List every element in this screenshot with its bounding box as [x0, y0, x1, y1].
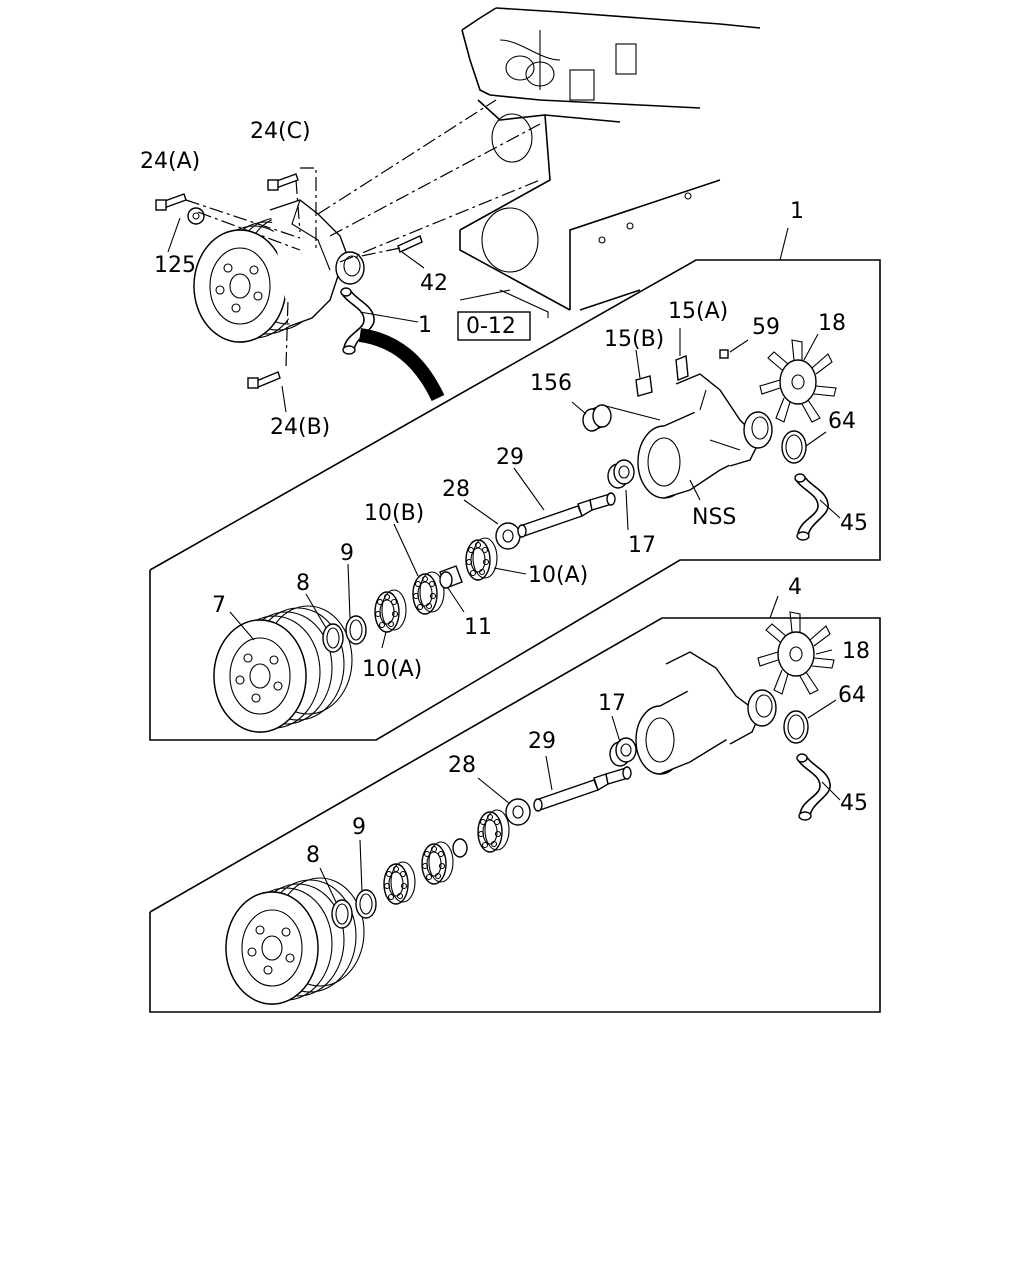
reference-box	[457, 311, 531, 341]
label-8-b: 8	[306, 843, 320, 868]
bolt-24b	[247, 371, 281, 389]
label-29-b: 29	[528, 729, 556, 754]
snap-ring-8-a	[322, 623, 344, 653]
label-4: 4	[788, 575, 802, 600]
bolt-15a	[675, 355, 689, 381]
group-1-box	[149, 227, 881, 741]
callout-labels: 24(A) 24(C) 125 42 1 24(B) 0-12 1 15(A) …	[140, 119, 870, 868]
label-24a: 24(A)	[140, 149, 200, 174]
seal-17-b	[609, 737, 637, 767]
nut-125	[187, 207, 205, 225]
label-18-b: 18	[842, 639, 870, 664]
o-ring-64-a	[781, 430, 807, 464]
label-15b: 15(B)	[604, 327, 664, 352]
label-9-a: 9	[340, 541, 354, 566]
label-17-b: 17	[598, 691, 626, 716]
bolt-24a	[155, 193, 187, 211]
label-nss: NSS	[692, 505, 736, 530]
label-9-b: 9	[352, 815, 366, 840]
label-24c: 24(C)	[250, 119, 311, 144]
plug-156	[582, 404, 612, 432]
spacer-11	[439, 565, 463, 589]
engine-block	[459, 7, 761, 311]
label-64-a: 64	[828, 409, 856, 434]
label-28-a: 28	[442, 477, 470, 502]
label-156: 156	[530, 371, 572, 396]
label-reference: 0-12	[466, 314, 516, 339]
stud-42	[397, 235, 423, 253]
label-8-a: 8	[296, 571, 310, 596]
label-59: 59	[752, 315, 780, 340]
label-10a-upper: 10(A)	[528, 563, 588, 588]
label-28-b: 28	[448, 753, 476, 778]
spacer-b	[452, 838, 468, 858]
label-10b: 10(B)	[364, 501, 424, 526]
label-42: 42	[420, 271, 448, 296]
label-45-b: 45	[840, 791, 868, 816]
bolt-15b	[635, 375, 653, 397]
circlip-9-a	[345, 615, 367, 645]
label-45-a: 45	[840, 511, 868, 536]
top-pump-assembly	[155, 99, 549, 413]
plug-59	[719, 349, 729, 359]
label-10a-lower: 10(A)	[362, 657, 422, 682]
pump-housing-a	[637, 373, 773, 499]
label-1-group: 1	[790, 199, 804, 224]
label-11: 11	[464, 615, 492, 640]
label-18-a: 18	[818, 311, 846, 336]
o-ring-64-b	[783, 710, 809, 744]
label-1-pump: 1	[418, 313, 432, 338]
bolt-24c	[267, 173, 299, 191]
group-4-box	[149, 595, 881, 1013]
label-15a: 15(A)	[668, 299, 728, 324]
label-24b: 24(B)	[270, 415, 330, 440]
snap-ring-8-b	[331, 899, 353, 929]
pump-housing-b	[635, 651, 777, 775]
label-64-b: 64	[838, 683, 866, 708]
circlip-9-b	[355, 889, 377, 919]
seal-17-a	[607, 459, 635, 489]
label-29-a: 29	[496, 445, 524, 470]
seal-28-a	[495, 522, 521, 550]
label-7: 7	[212, 593, 226, 618]
label-17-a: 17	[628, 533, 656, 558]
label-125: 125	[154, 253, 196, 278]
seal-28-b	[505, 798, 531, 826]
